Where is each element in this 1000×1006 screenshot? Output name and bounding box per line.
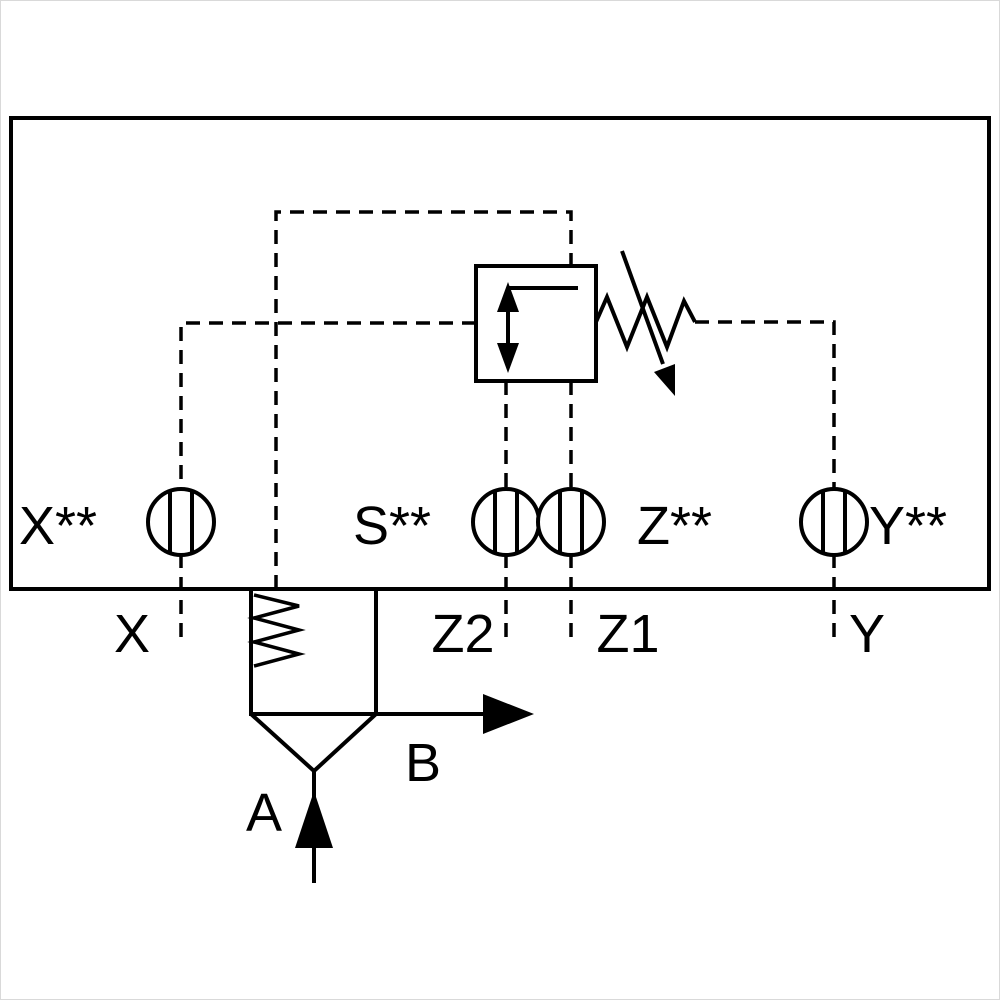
port-label-y-bottom: Y [849, 604, 885, 664]
main-spring [247, 593, 306, 668]
pilot-spring [594, 291, 697, 353]
port-label-x-block: X** [19, 496, 97, 556]
pilot-flow-arrow-down [497, 343, 519, 373]
port-label-x-bottom: X [114, 604, 150, 664]
port-label-z1-bottom: Z1 [596, 604, 659, 664]
pilot-flow-arrow-up [497, 282, 519, 312]
labels: X** S** Z** Y** X Z2 Z1 Y A B [19, 496, 947, 843]
manifold-block-outline [9, 116, 991, 591]
pilot-line-y [695, 320, 836, 490]
port-orifice-z1 [536, 487, 606, 557]
poppet-seat [249, 712, 378, 774]
adjustment-arrow-shaft [620, 250, 665, 365]
port-symbols [146, 487, 869, 557]
flow-arrow-a [295, 791, 333, 848]
port-orifice-z2 [471, 487, 541, 557]
port-orifice-y [799, 487, 869, 557]
port-orifice-x [146, 487, 216, 557]
pilot-lines [179, 210, 836, 642]
pilot-line-x [179, 321, 476, 490]
pilot-valve [474, 250, 697, 396]
pilot-valve-body [474, 264, 598, 383]
adjustment-arrow-head [654, 364, 675, 396]
flow-arrow-b [483, 694, 534, 734]
port-label-y-block: Y** [869, 496, 947, 556]
port-label-z2-bottom: Z2 [431, 604, 494, 664]
port-label-z-block: Z** [637, 496, 712, 556]
main-valve-body [249, 587, 378, 716]
flow-label-b: B [405, 733, 441, 793]
flow-label-a: A [246, 783, 282, 843]
main-cartridge-valve [247, 587, 534, 883]
pilot-line-top-loop [274, 210, 573, 589]
port-label-s-block: S** [353, 496, 431, 556]
